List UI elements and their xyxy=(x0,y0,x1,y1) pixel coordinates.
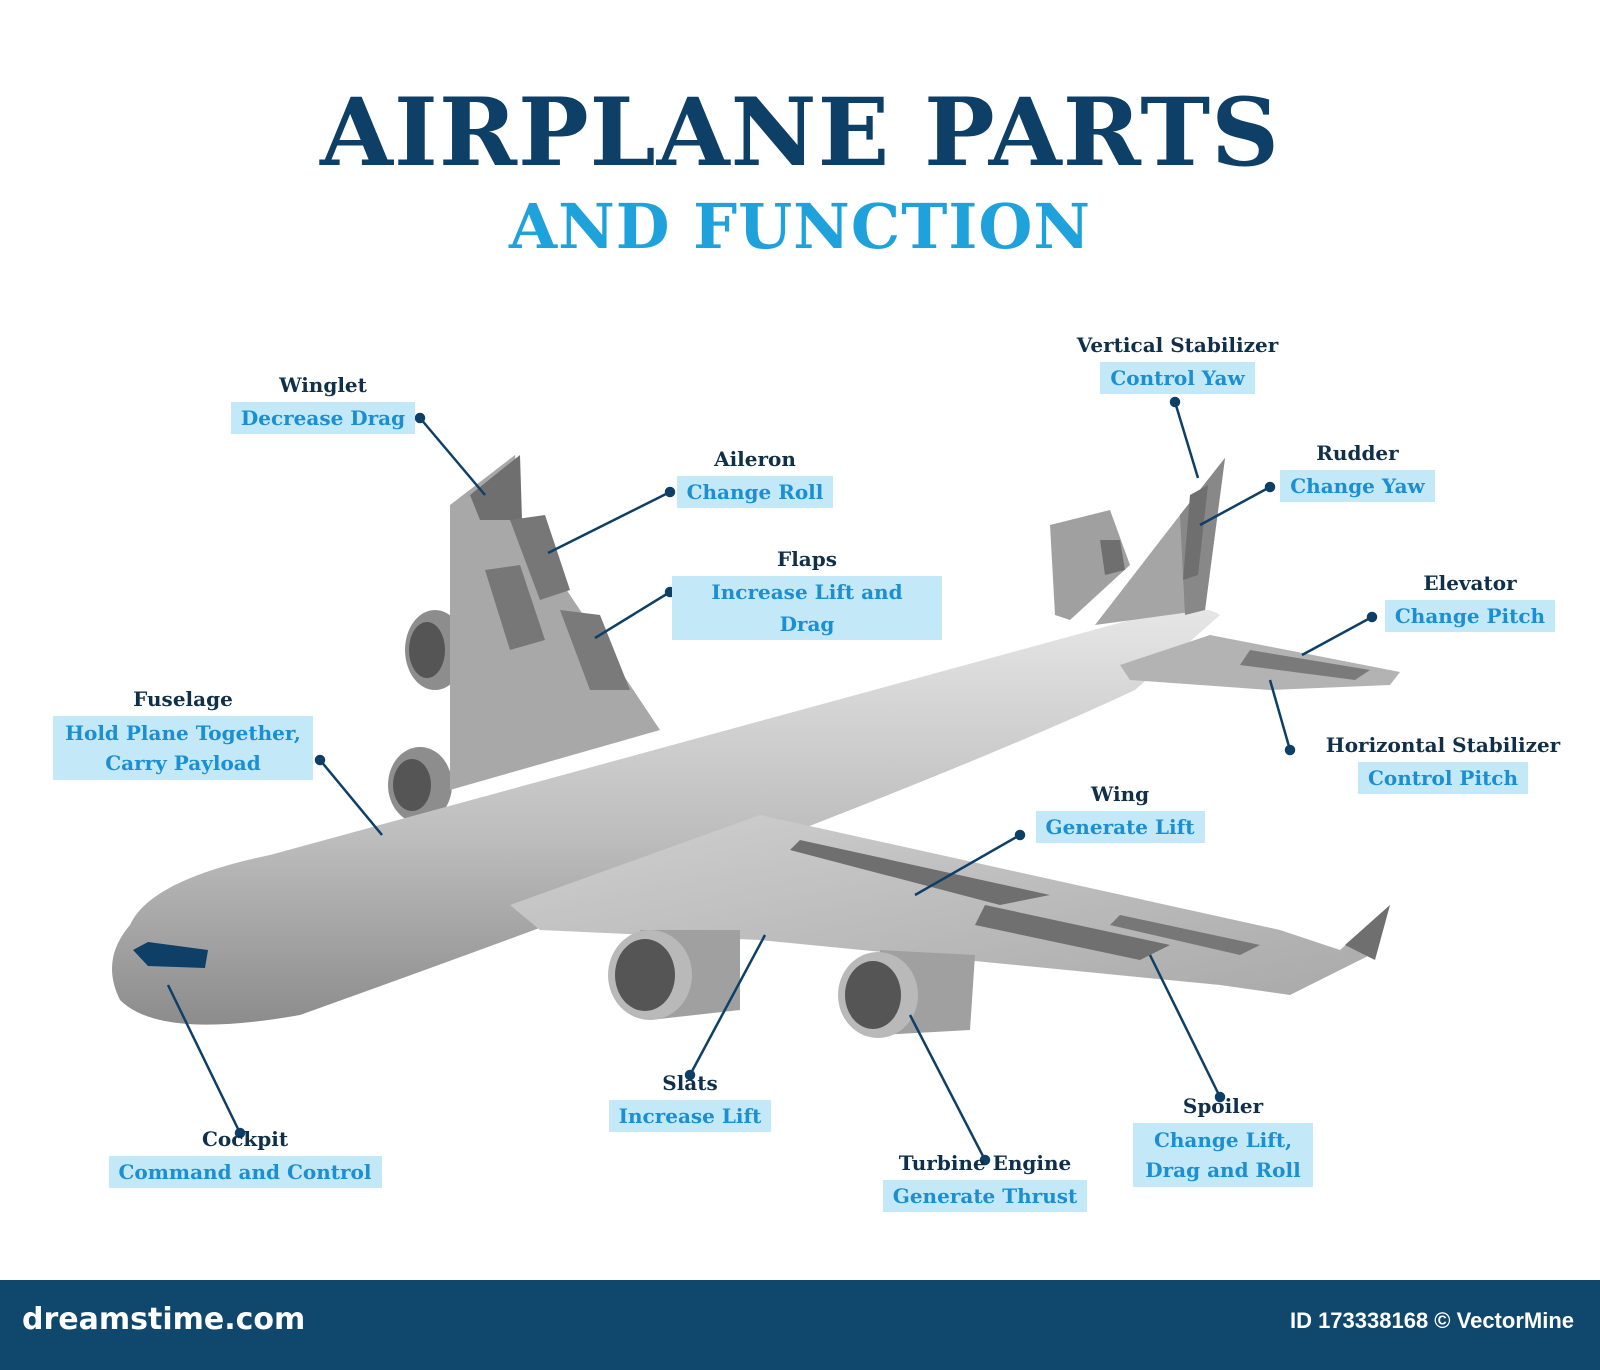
far-wing xyxy=(450,455,660,790)
turbine-engine-name: Turbine Engine xyxy=(898,1151,1072,1175)
rudder-name: Rudder xyxy=(1316,441,1399,465)
fuselage-function: Hold Plane Together, Carry Payload xyxy=(53,716,313,780)
label-vertical-stabilizer: Vertical Stabilizer Control Yaw xyxy=(1055,332,1300,394)
aileron-function: Change Roll xyxy=(676,476,834,508)
label-cockpit: Cockpit Command and Control xyxy=(100,1126,390,1188)
vertical-stabilizer-name: Vertical Stabilizer xyxy=(1076,333,1279,357)
label-fuselage: Fuselage Hold Plane Together, Carry Payl… xyxy=(48,686,318,780)
label-spoiler: Spoiler Change Lift, Drag and Roll xyxy=(1128,1093,1318,1187)
fuselage-function-line1: Hold Plane Together, xyxy=(65,721,301,745)
label-wing: Wing Generate Lift xyxy=(1025,781,1215,843)
label-flaps: Flaps Increase Lift and Drag xyxy=(672,546,942,640)
winglet-shape xyxy=(470,455,522,520)
fuselage-function-line2: Carry Payload xyxy=(105,751,261,775)
winglet-name: Winglet xyxy=(279,373,367,397)
elevator-shape xyxy=(1240,650,1370,680)
spoiler-name: Spoiler xyxy=(1182,1094,1264,1118)
cockpit-windows xyxy=(133,942,208,968)
near-engines xyxy=(608,930,975,1038)
winglet-function: Decrease Drag xyxy=(230,402,416,434)
footer-image-id: ID 173338168 © VectorMine xyxy=(1289,1308,1574,1333)
slats-name: Slats xyxy=(662,1071,718,1095)
cockpit-function: Command and Control xyxy=(108,1156,382,1188)
diagram-title: AIRPLANE PARTS xyxy=(319,78,1281,188)
cockpit-name: Cockpit xyxy=(201,1127,289,1151)
turbine-engine-function: Generate Thrust xyxy=(882,1180,1088,1212)
flaps-name: Flaps xyxy=(777,547,837,571)
label-elevator: Elevator Change Pitch xyxy=(1375,570,1565,632)
slats-function: Increase Lift xyxy=(608,1100,772,1132)
near-wing xyxy=(510,815,1390,995)
far-aileron xyxy=(510,515,570,600)
flaps-function: Increase Lift and Drag xyxy=(672,576,942,640)
horizontal-stabilizer-function: Control Pitch xyxy=(1357,762,1529,794)
footer-bar: dreamstime.com ID 173338168 © VectorMine xyxy=(0,1280,1600,1370)
elevator-function: Change Pitch xyxy=(1384,600,1556,632)
footer-brand[interactable]: dreamstime.com xyxy=(22,1302,306,1337)
label-aileron: Aileron Change Roll xyxy=(670,446,840,508)
spoiler-function: Change Lift, Drag and Roll xyxy=(1133,1123,1313,1187)
label-turbine-engine: Turbine Engine Generate Thrust xyxy=(870,1150,1100,1212)
spoiler-function-line1: Change Lift, xyxy=(1153,1128,1293,1152)
wing-name: Wing xyxy=(1090,782,1150,806)
diagram-subtitle: AND FUNCTION xyxy=(508,190,1092,263)
near-flaps xyxy=(975,905,1170,960)
aileron-name: Aileron xyxy=(714,447,796,471)
spoiler-shape xyxy=(1110,915,1260,955)
label-rudder: Rudder Change Yaw xyxy=(1270,440,1445,502)
label-horizontal-stabilizer: Horizontal Stabilizer Control Pitch xyxy=(1298,732,1588,794)
rudder-function: Change Yaw xyxy=(1280,470,1435,502)
vertical-stabilizer-function: Control Yaw xyxy=(1100,362,1255,394)
wing-function: Generate Lift xyxy=(1035,811,1205,843)
elevator-name: Elevator xyxy=(1423,571,1517,595)
label-slats: Slats Increase Lift xyxy=(600,1070,780,1132)
fuselage-name: Fuselage xyxy=(133,687,233,711)
far-engines xyxy=(388,610,465,823)
leader-lines xyxy=(166,396,1378,1166)
fuselage-shape xyxy=(112,608,1220,1025)
label-winglet: Winglet Decrease Drag xyxy=(228,372,418,434)
airplane-illustration xyxy=(112,396,1400,1166)
horizontal-stabilizer-name: Horizontal Stabilizer xyxy=(1325,733,1561,757)
spoiler-function-line2: Drag and Roll xyxy=(1145,1158,1301,1182)
far-flaps xyxy=(485,565,545,650)
